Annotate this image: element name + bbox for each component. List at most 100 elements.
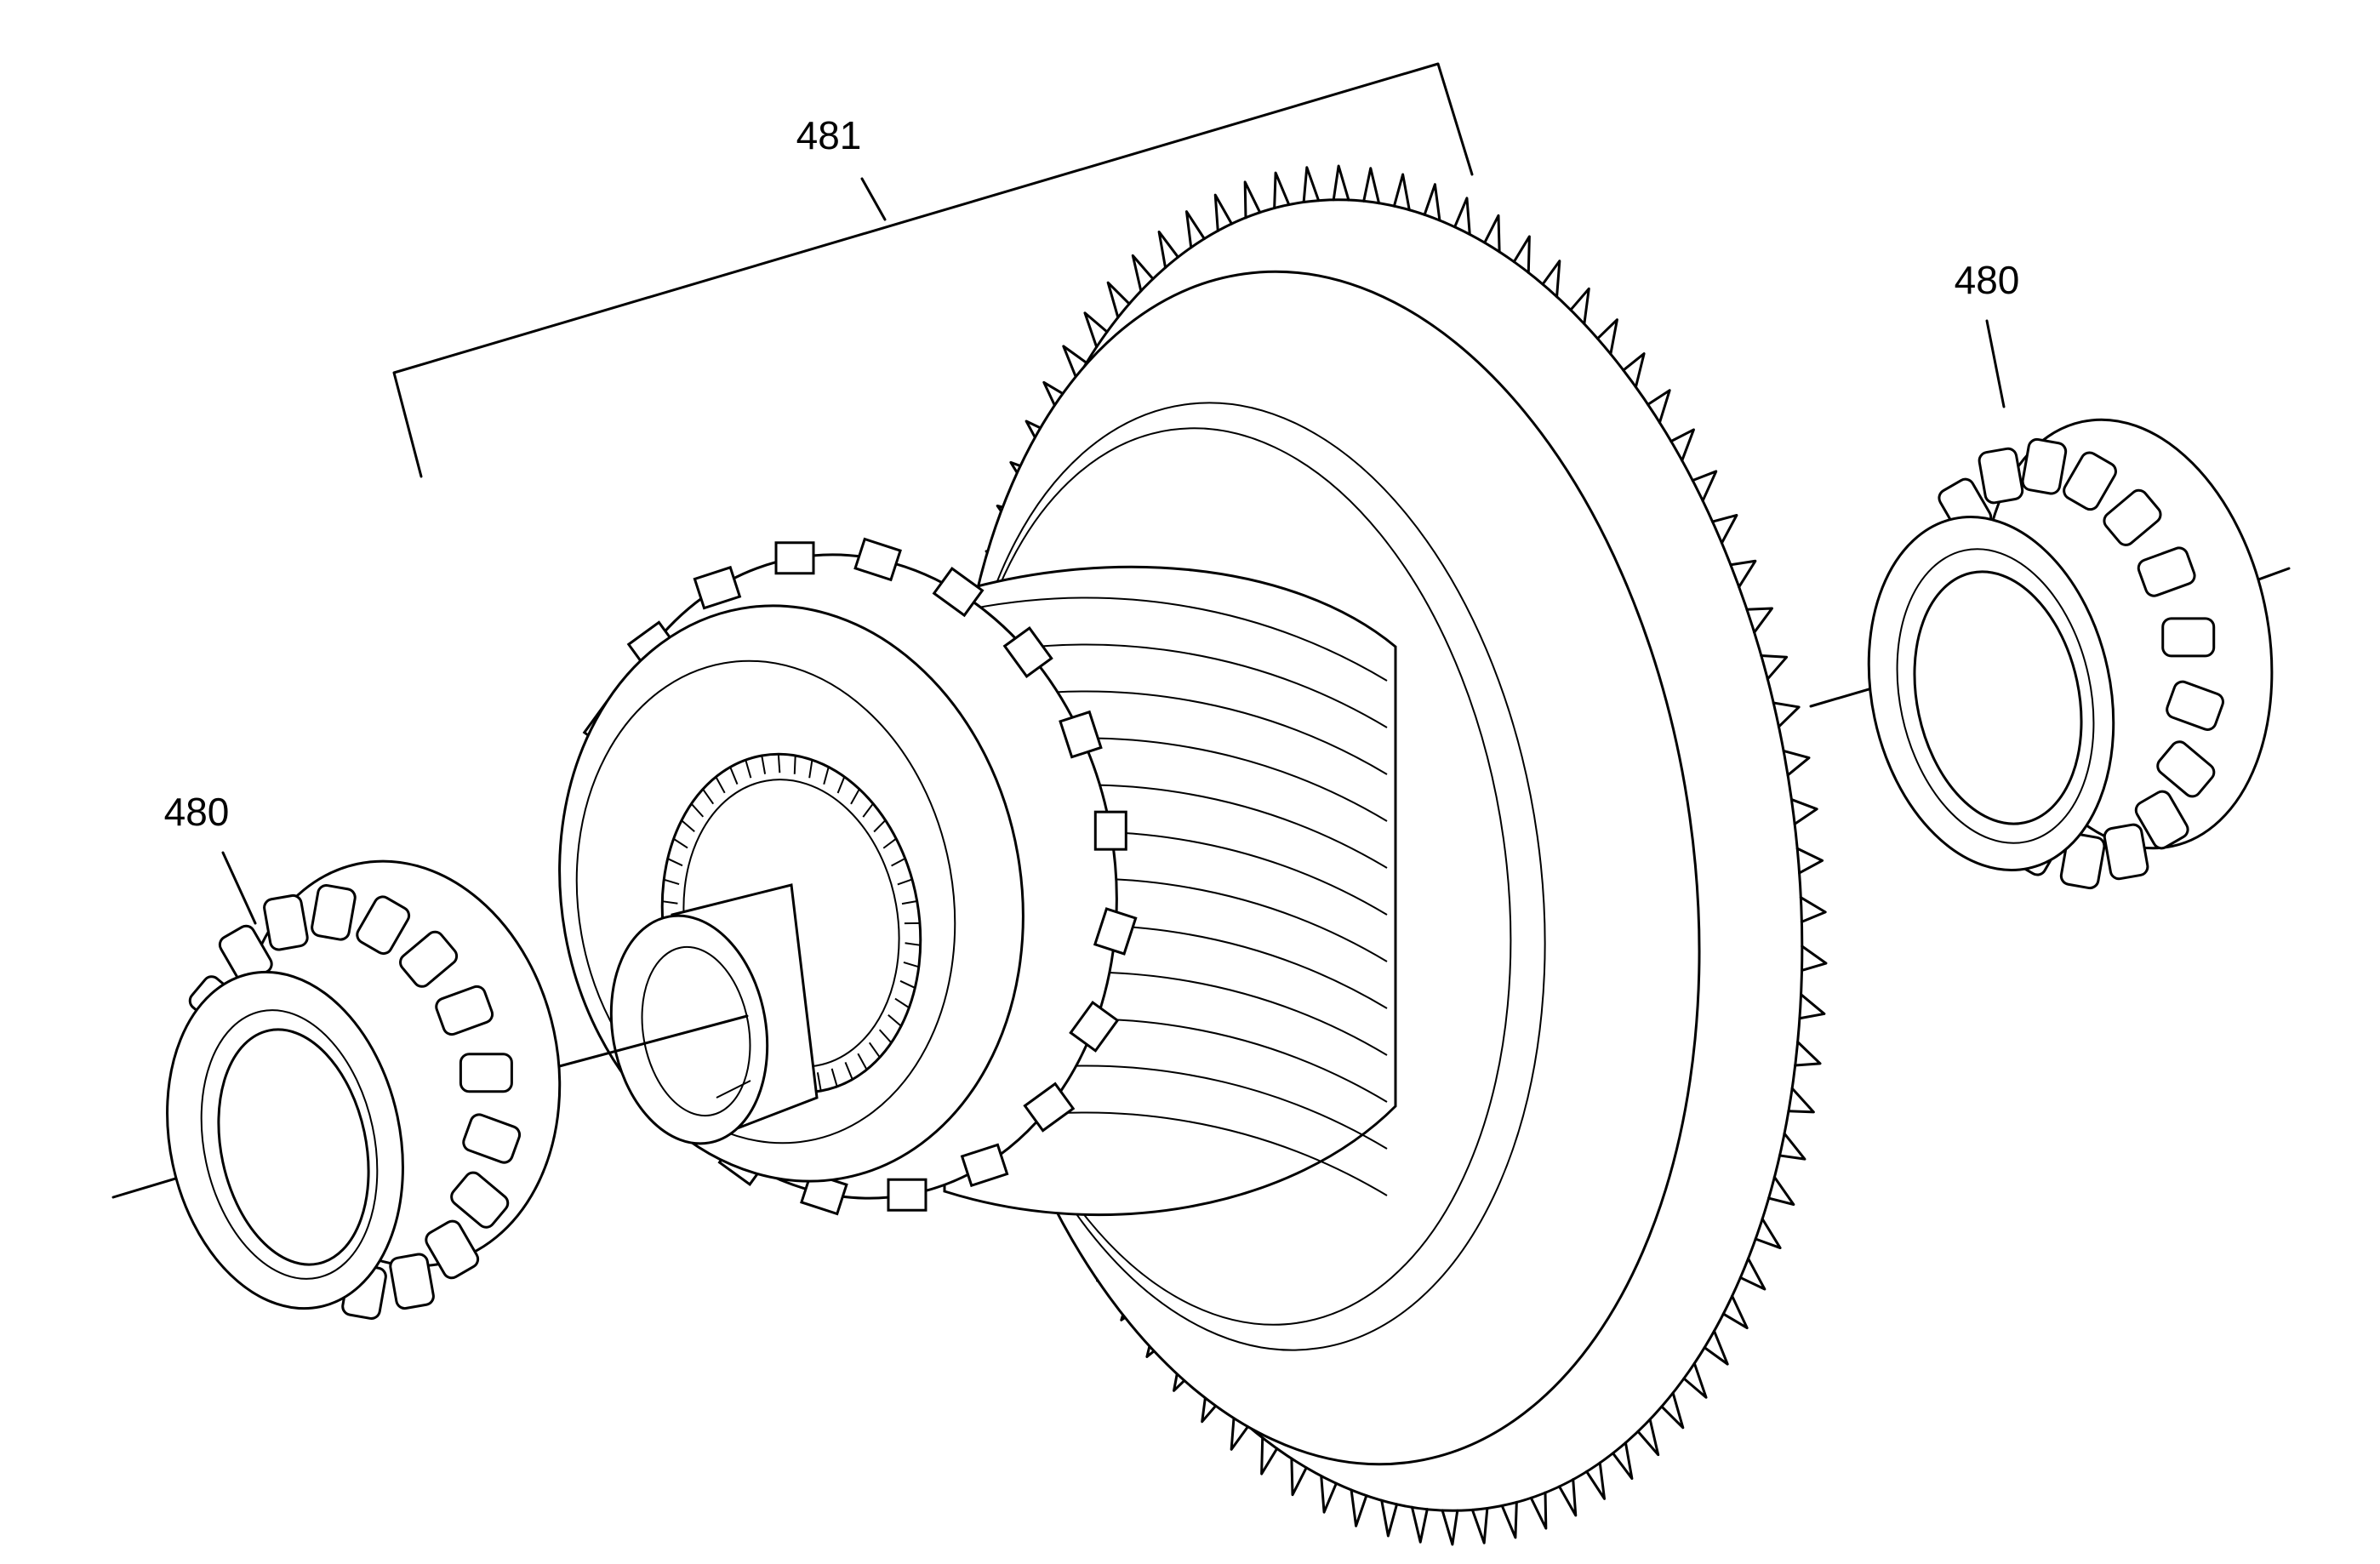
gear-tooth bbox=[1302, 166, 1321, 204]
gear-tooth bbox=[1636, 1418, 1660, 1457]
bearing-roller bbox=[2103, 488, 2162, 546]
hub-internal-spline bbox=[836, 776, 846, 794]
hub-internal-spline bbox=[690, 802, 705, 818]
hub-spline-lug bbox=[774, 541, 815, 575]
gear-tooth bbox=[1711, 513, 1738, 545]
gear-tooth bbox=[1682, 1361, 1708, 1399]
bearing-roller bbox=[459, 1053, 513, 1093]
gear-tooth bbox=[1290, 1457, 1308, 1497]
hub-internal-spline bbox=[899, 979, 916, 989]
right-bearing-leader bbox=[1985, 319, 2006, 408]
bearing-roller bbox=[435, 985, 494, 1036]
gear-tooth bbox=[1453, 197, 1471, 236]
shaft-stub bbox=[609, 883, 819, 1145]
assembly-bracket-leader bbox=[860, 177, 887, 221]
gear-tooth bbox=[1500, 1500, 1518, 1539]
gear-tooth bbox=[1230, 1412, 1250, 1451]
hub-internal-spline bbox=[878, 1029, 893, 1044]
gear-tooth bbox=[1380, 1498, 1399, 1538]
gear-tooth bbox=[1794, 1040, 1822, 1067]
gear-tooth bbox=[1410, 1505, 1429, 1544]
shaft-end-bore bbox=[641, 945, 751, 1117]
bearing-roller bbox=[2161, 617, 2216, 658]
callout-480-right: 480 bbox=[1955, 258, 2020, 408]
hub-internal-spline bbox=[905, 942, 921, 946]
gear-tooth bbox=[1729, 559, 1757, 589]
hub-internal-spline bbox=[673, 837, 688, 849]
gear-tooth bbox=[1569, 287, 1590, 326]
gear-tooth bbox=[1585, 1461, 1607, 1500]
hub-spline-lug bbox=[1093, 810, 1127, 851]
gear-tooth bbox=[1483, 214, 1501, 254]
hub-internal-spline bbox=[662, 900, 678, 905]
gear-tooth bbox=[1782, 749, 1811, 777]
hub-internal-spline bbox=[903, 961, 920, 968]
hub-internal-spline bbox=[862, 802, 874, 818]
hub-internal-spline bbox=[844, 1062, 853, 1080]
gear-tooth bbox=[1273, 171, 1291, 210]
hub-internal-spline bbox=[808, 759, 813, 779]
bearing-roller bbox=[2134, 790, 2189, 850]
gear-tooth bbox=[1441, 1509, 1459, 1546]
hub-face-ring bbox=[575, 659, 956, 1144]
gear-tooth bbox=[1754, 1217, 1782, 1250]
shaft-keyway-line bbox=[716, 1080, 751, 1099]
pinion-tooth-line bbox=[952, 596, 1388, 682]
left-tapered-roller-bearing bbox=[166, 859, 562, 1320]
gear-tooth bbox=[1772, 701, 1801, 728]
callout-480-left: 480 bbox=[164, 790, 257, 925]
left-bearing-bore bbox=[217, 1028, 370, 1266]
gear-tooth bbox=[1778, 1132, 1806, 1161]
left-bearing-inner-race bbox=[200, 1009, 379, 1280]
gear-tooth bbox=[1213, 193, 1233, 232]
bearing-roller bbox=[389, 1253, 435, 1310]
gear-tooth bbox=[1800, 945, 1828, 972]
bearing-roller bbox=[2156, 740, 2216, 798]
gear-tooth bbox=[1647, 389, 1671, 425]
gear-tooth bbox=[1787, 1087, 1815, 1114]
hub-internal-spline bbox=[873, 819, 887, 833]
bearing-roller bbox=[399, 930, 459, 988]
right-bearing-callout-label: 480 bbox=[1955, 258, 2020, 302]
gear-tooth bbox=[1558, 1478, 1578, 1517]
gear-tooth bbox=[1767, 1175, 1795, 1207]
hub-spline-lug bbox=[1093, 907, 1138, 956]
gear-tooth bbox=[1721, 1294, 1749, 1330]
gear-tooth bbox=[1320, 1475, 1338, 1514]
bearing-roller bbox=[450, 1171, 510, 1229]
gear-tooth bbox=[1362, 167, 1381, 205]
hub-internal-spline bbox=[894, 997, 910, 1009]
gear-tooth bbox=[1083, 311, 1109, 349]
hub-spline-lug bbox=[1069, 1000, 1120, 1053]
right-tapered-roller-bearing bbox=[1867, 418, 2274, 890]
hub-internal-spline bbox=[715, 776, 726, 794]
gear-tooth bbox=[1042, 380, 1070, 416]
hub-internal-spline bbox=[823, 767, 830, 785]
gear-tooth bbox=[1703, 1329, 1729, 1366]
gear-tooth bbox=[1332, 164, 1350, 202]
gear-tooth bbox=[1799, 896, 1827, 923]
hub-spline-lug bbox=[1002, 626, 1053, 678]
gear-tooth bbox=[1596, 318, 1618, 356]
gear-tooth bbox=[1157, 230, 1179, 269]
hub-internal-spline bbox=[793, 755, 796, 774]
hub-internal-spline bbox=[901, 899, 917, 905]
gear-tooth bbox=[1612, 1441, 1634, 1481]
gear-tooth bbox=[1789, 798, 1818, 825]
hub-internal-spline bbox=[850, 788, 860, 805]
gear-tooth bbox=[1423, 183, 1441, 222]
right-bearing-bore bbox=[1913, 570, 2083, 825]
gear-tooth bbox=[1745, 607, 1773, 634]
axis-line-left-inner bbox=[551, 1014, 749, 1070]
gear-tooth bbox=[1541, 260, 1561, 299]
hub-internal-spline bbox=[868, 1042, 881, 1059]
hub-internal-spline bbox=[745, 759, 752, 779]
gear-tooth bbox=[1243, 180, 1262, 220]
bearing-roller bbox=[425, 1219, 480, 1280]
bearing-roller bbox=[462, 1113, 522, 1164]
hub-internal-spline bbox=[663, 878, 680, 886]
bearing-roller bbox=[311, 884, 357, 941]
hub-internal-spline bbox=[857, 1053, 868, 1070]
